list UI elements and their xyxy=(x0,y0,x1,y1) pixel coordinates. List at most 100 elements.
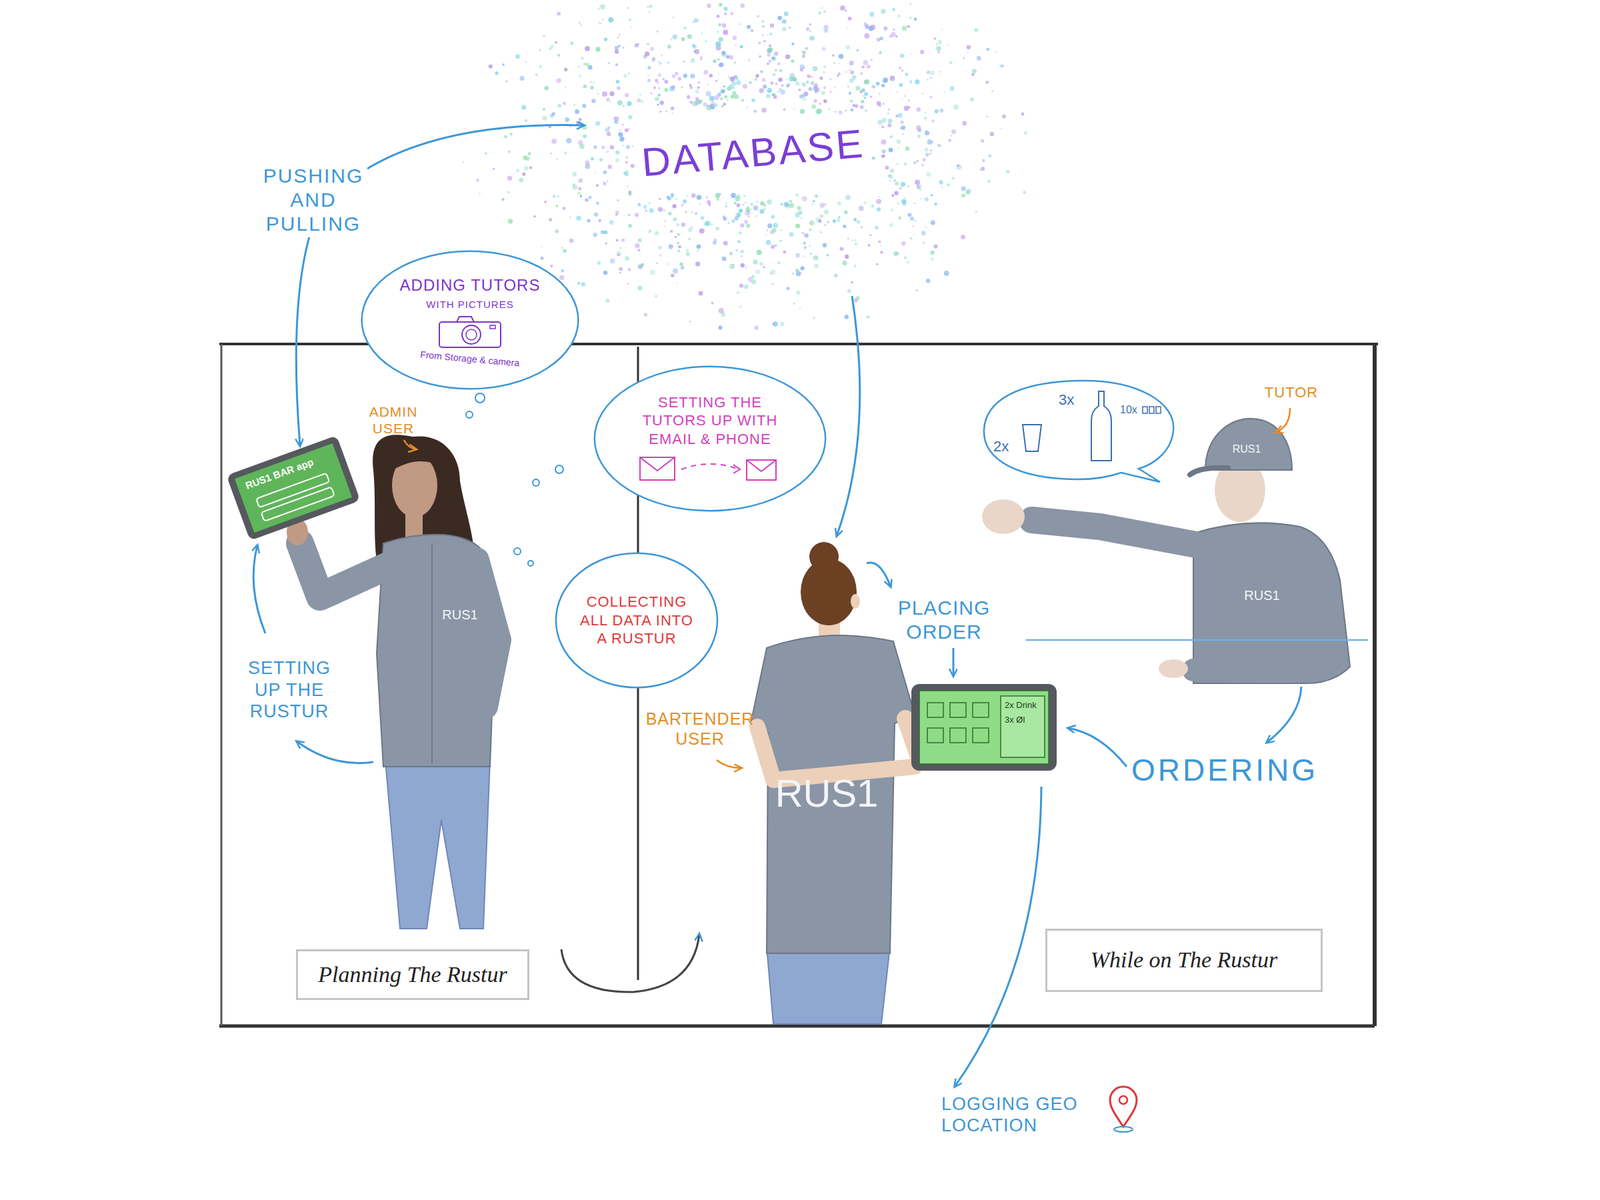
cloud-dot xyxy=(744,284,749,290)
cloud-dot xyxy=(933,244,938,249)
cloud-dot xyxy=(930,250,935,256)
cloud-dot xyxy=(672,74,676,78)
node-text: 3x xyxy=(1058,391,1074,409)
cloud-dot xyxy=(653,86,656,89)
cloud-dot xyxy=(876,82,880,86)
cloud-dot xyxy=(796,270,802,276)
cloud-dot xyxy=(724,95,728,99)
cloud-dot xyxy=(780,229,782,232)
cloud-dot xyxy=(930,149,932,152)
cloud-dot xyxy=(953,104,959,110)
cloud-dot xyxy=(736,291,740,294)
cloud-dot xyxy=(566,138,572,144)
cloud-dot xyxy=(660,54,663,57)
cloud-dot xyxy=(900,53,905,58)
cloud-dot xyxy=(854,239,856,241)
cloud-dot xyxy=(849,60,854,66)
cloud-dot xyxy=(615,63,618,66)
cloud-dot xyxy=(991,90,993,92)
cloud-dot xyxy=(694,18,699,23)
product-button xyxy=(927,728,944,743)
cloud-dot xyxy=(844,314,849,319)
cloud-dot xyxy=(864,109,868,112)
cloud-dot xyxy=(479,192,481,194)
cloud-dot xyxy=(678,245,682,249)
cloud-dot xyxy=(919,188,922,191)
bubble-outline xyxy=(360,250,580,390)
cloud-dot xyxy=(813,86,818,91)
cloud-dot xyxy=(808,244,811,247)
cloud-dot xyxy=(761,20,764,23)
cloud-dot xyxy=(698,291,704,296)
cloud-dot xyxy=(876,37,881,42)
cloud-dot xyxy=(718,72,720,74)
cloud-dot xyxy=(581,57,584,60)
cloud-dot xyxy=(638,264,643,269)
cloud-dot xyxy=(578,118,582,121)
cloud-dot xyxy=(628,214,630,216)
cloud-dot xyxy=(882,77,888,83)
cloud-dot xyxy=(812,200,815,202)
cloud-dot xyxy=(885,166,890,170)
camera-flash xyxy=(490,325,496,329)
cloud-dot xyxy=(638,248,641,252)
cloud-dot xyxy=(862,95,864,98)
cloud-dot xyxy=(920,50,924,54)
cloud-dot xyxy=(658,94,661,97)
cloud-dot xyxy=(763,206,766,210)
flow-arrows xyxy=(253,296,1302,1087)
cloud-dot xyxy=(838,110,843,115)
cloud-dot xyxy=(838,62,840,64)
cloud-dot xyxy=(646,42,650,46)
cloud-dot xyxy=(684,26,687,30)
cloud-dot xyxy=(870,95,872,98)
cloud-dot xyxy=(826,220,830,224)
cloud-dot xyxy=(864,92,868,96)
cloud-dot xyxy=(760,201,764,206)
cloud-dot xyxy=(677,233,680,236)
cloud-dot xyxy=(574,109,580,114)
cloud-dot xyxy=(755,269,760,274)
cloud-dot xyxy=(910,237,912,240)
envelope xyxy=(640,457,675,480)
cloud-dot xyxy=(930,77,932,80)
cloud-dot xyxy=(598,219,602,223)
cloud-dot xyxy=(697,81,700,84)
cloud-dot xyxy=(715,192,721,198)
tablet: 2x Drink3x Øl xyxy=(911,684,1057,771)
cloud-dot xyxy=(700,216,705,220)
cloud-dot xyxy=(701,32,703,34)
cloud-dot xyxy=(786,83,791,88)
cloud-dot xyxy=(1000,128,1002,130)
cloud-dot xyxy=(869,12,874,17)
cloud-dot xyxy=(809,220,815,226)
cloud-dot xyxy=(706,105,709,108)
cloud-dot xyxy=(602,91,608,97)
cloud-dot xyxy=(922,241,925,244)
cloud-dot xyxy=(507,175,513,181)
cloud-dot xyxy=(821,90,826,95)
cloud-dot xyxy=(718,325,722,330)
cloud-dot xyxy=(796,194,800,198)
cloud-dot xyxy=(680,203,684,207)
cloud-dot xyxy=(943,91,946,94)
cloud-dot xyxy=(646,6,649,8)
cloud-dot xyxy=(961,193,966,198)
cloud-dot xyxy=(726,55,730,59)
cloud-dot xyxy=(890,76,896,82)
cloud-dot xyxy=(681,86,683,88)
cloud-dot xyxy=(883,26,888,31)
cloud-dot xyxy=(726,98,729,101)
arrow-head xyxy=(733,464,740,474)
cloud-dot xyxy=(630,26,632,28)
cloud-dot xyxy=(638,238,642,243)
cloud-dot xyxy=(719,62,724,67)
cloud-dot xyxy=(810,81,814,85)
cloud-dot xyxy=(793,108,795,110)
cloud-dot xyxy=(750,29,754,32)
annotation-label: RUS1 xyxy=(775,770,879,817)
cloud-dot xyxy=(692,44,695,47)
cloud-dot xyxy=(654,78,658,82)
cloud-dot xyxy=(781,84,784,88)
cloud-dot xyxy=(695,89,700,94)
